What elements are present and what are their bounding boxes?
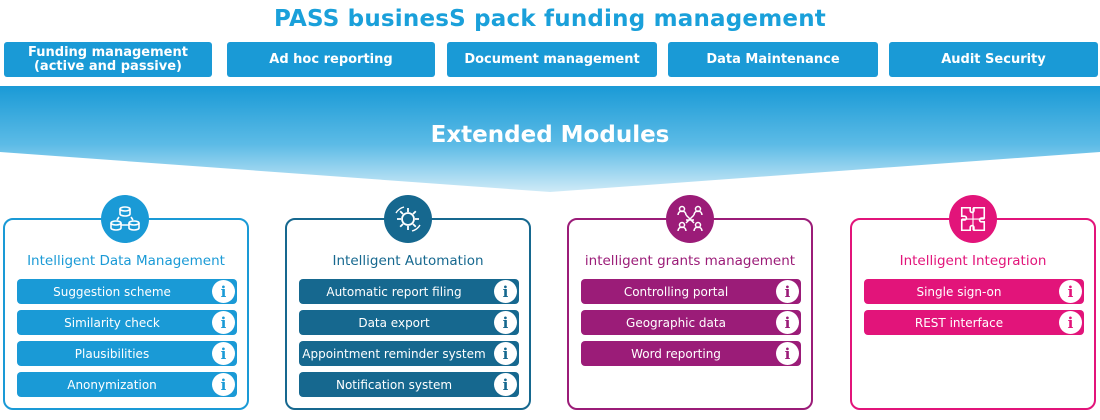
people-network-icon <box>666 195 714 243</box>
audit-security-button[interactable]: Audit Security <box>889 42 1098 77</box>
module-title: Intelligent Automation <box>332 253 484 269</box>
info-icon[interactable]: i <box>776 311 799 334</box>
info-icon[interactable]: i <box>1059 311 1082 334</box>
info-icon[interactable]: i <box>1059 280 1082 303</box>
puzzle-icon <box>949 195 997 243</box>
info-icon[interactable]: i <box>212 311 235 334</box>
info-icon[interactable]: i <box>494 280 517 303</box>
module-title: Intelligent Integration <box>899 253 1047 269</box>
funding-management-button[interactable]: Funding management (active and passive) <box>4 42 212 77</box>
info-icon[interactable]: i <box>212 373 235 396</box>
info-icon[interactable]: i <box>212 280 235 303</box>
data-maintenance-button[interactable]: Data Maintenance <box>668 42 878 77</box>
info-icon[interactable]: i <box>776 280 799 303</box>
gear-cycle-icon <box>384 195 432 243</box>
database-sync-icon <box>101 195 149 243</box>
module-intelligent-automation: Intelligent Automation Automatic report … <box>285 218 531 410</box>
ad-hoc-reporting-button[interactable]: Ad hoc reporting <box>227 42 435 77</box>
module-title: Intelligent Data Management <box>27 253 225 269</box>
document-management-button[interactable]: Document management <box>447 42 657 77</box>
info-icon[interactable]: i <box>494 311 517 334</box>
module-intelligent-data-management: Intelligent Data Management Suggestion s… <box>3 218 249 410</box>
info-icon[interactable]: i <box>776 342 799 365</box>
info-icon[interactable]: i <box>494 373 517 396</box>
module-title: intelligent grants management <box>584 253 796 269</box>
info-icon[interactable]: i <box>494 342 517 365</box>
info-icon[interactable]: i <box>212 342 235 365</box>
page-title: PASS businesS pack funding management <box>274 6 826 32</box>
extended-modules-banner <box>0 86 1100 192</box>
banner-label: Extended Modules <box>430 122 670 148</box>
module-intelligent-grants-management: intelligent grants management Controllin… <box>567 218 813 410</box>
